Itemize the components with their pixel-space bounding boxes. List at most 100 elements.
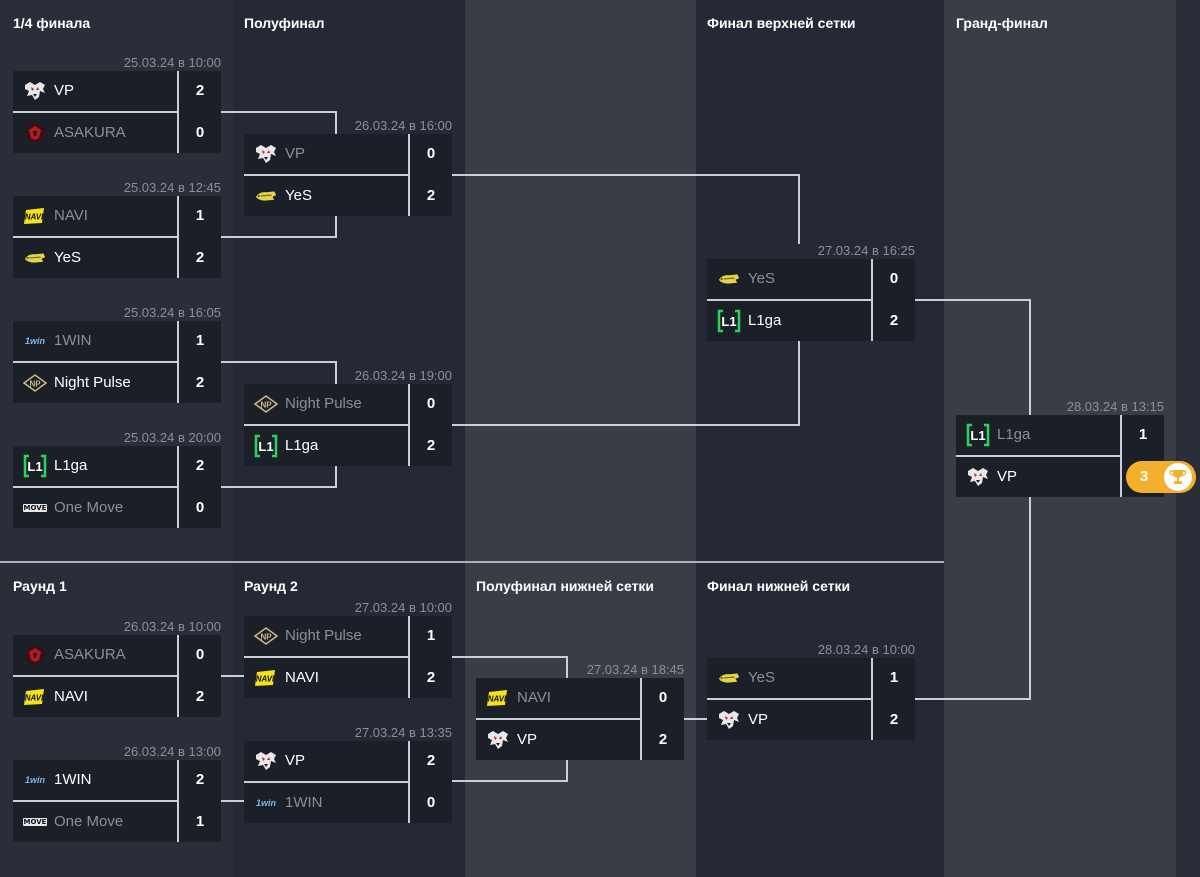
onemove-logo-icon: MOVE: [22, 504, 48, 512]
column-6: [1176, 0, 1200, 877]
connector-line: [335, 111, 337, 136]
team-name: Night Pulse: [54, 374, 131, 391]
svg-text:L1: L1: [970, 428, 985, 443]
nightpulse-logo-icon: NP: [23, 372, 47, 394]
team-name: VP: [748, 711, 769, 728]
team-row[interactable]: VP 2: [707, 700, 915, 740]
team-score: 2: [195, 771, 205, 788]
1win-logo-icon: 1win: [24, 775, 45, 785]
match-divider: [13, 486, 179, 488]
match-date: 28.03.24 в 13:15: [1066, 399, 1164, 414]
match-date: 28.03.24 в 10:00: [817, 642, 915, 657]
team-name: YeS: [748, 270, 775, 287]
team-name: Night Pulse: [285, 627, 362, 644]
team-name: VP: [285, 145, 306, 162]
team-name: YeS: [748, 669, 775, 686]
team-name: L1ga: [54, 457, 88, 474]
vp-logo-icon: [254, 143, 278, 165]
connector-line: [915, 698, 1031, 700]
score-divider: [177, 635, 179, 717]
svg-text:NP: NP: [29, 380, 41, 389]
score-divider: [177, 321, 179, 403]
asakura-logo-icon: [23, 122, 47, 144]
team-name: VP: [285, 752, 306, 769]
team-score: 2: [658, 731, 668, 748]
svg-text:NP: NP: [260, 401, 272, 410]
champion-badge[interactable]: 3: [1126, 461, 1196, 493]
nightpulse-logo-icon: NP: [254, 625, 278, 647]
connector-line: [798, 174, 800, 244]
score-divider: [408, 616, 410, 698]
bracket-divider: [0, 561, 944, 563]
team-score: 2: [426, 669, 436, 686]
connector-line: [566, 656, 568, 678]
header-upper-final: Финал верхней сетки: [707, 15, 856, 31]
team-name: ASAKURA: [54, 646, 126, 663]
connector-line: [566, 760, 568, 782]
onemove-logo-icon: MOVE: [22, 818, 48, 826]
match-divider: [13, 111, 179, 113]
score-divider: [871, 658, 873, 740]
l1ga-logo-icon: L1: [254, 434, 278, 458]
connector-line: [798, 340, 800, 426]
score-divider: [177, 196, 179, 278]
vp-logo-icon: [254, 750, 278, 772]
yes-logo-icon: [717, 268, 741, 290]
connector-line: [335, 464, 337, 488]
header-lower-final: Финал нижней сетки: [707, 578, 851, 594]
navi-logo-icon: NAVI: [23, 205, 47, 227]
connector-line: [335, 361, 337, 386]
team-name: Night Pulse: [285, 395, 362, 412]
team-score: 2: [889, 711, 899, 728]
team-name: VP: [54, 82, 75, 99]
match-date: 25.03.24 в 12:45: [123, 180, 221, 195]
yes-logo-icon: [23, 247, 47, 269]
svg-text:NAVI: NAVI: [25, 213, 44, 222]
team-score: 2: [195, 457, 205, 474]
match-divider: [244, 174, 410, 176]
svg-text:L1: L1: [258, 439, 273, 454]
vp-logo-icon: [966, 466, 990, 488]
svg-text:NAVI: NAVI: [256, 675, 275, 684]
1win-logo-icon: 1win: [255, 798, 276, 808]
